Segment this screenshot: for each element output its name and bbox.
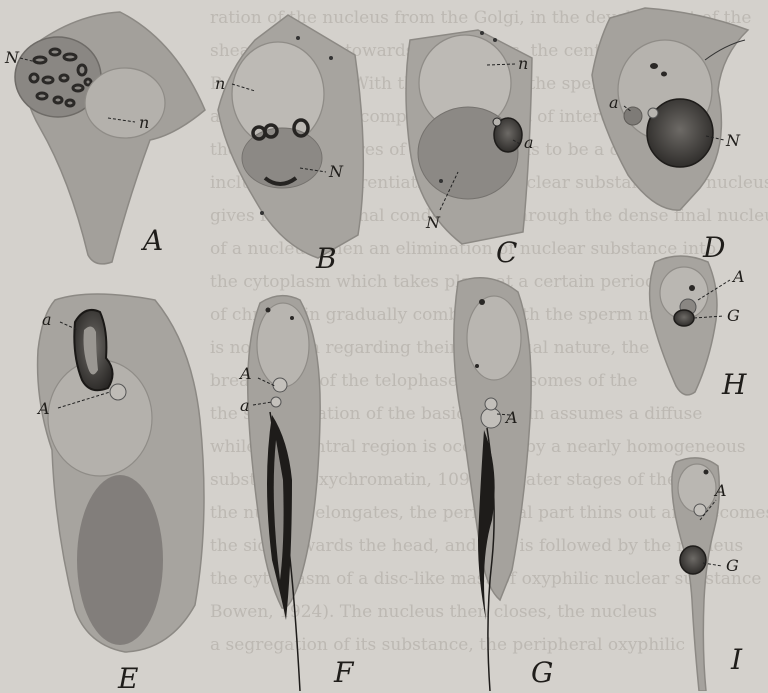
acrosome bbox=[624, 107, 642, 125]
golgi bbox=[680, 546, 706, 574]
label-A: A bbox=[713, 481, 727, 500]
nucleus-light bbox=[467, 296, 521, 380]
nebenkern bbox=[85, 68, 165, 138]
golgi bbox=[674, 310, 694, 326]
figure-letter-h: H bbox=[721, 368, 747, 401]
figure-letter-g: G bbox=[531, 656, 553, 689]
label-N: N bbox=[328, 162, 344, 181]
label-a: a bbox=[42, 310, 52, 329]
figure-b: n N B bbox=[215, 15, 363, 275]
label-N: N bbox=[725, 131, 741, 150]
label-n: n bbox=[139, 113, 149, 132]
figure-h: A G H bbox=[650, 256, 747, 401]
figure-c: n a N C bbox=[406, 30, 534, 269]
figure-a: N n A bbox=[4, 12, 205, 264]
figure-letter-f: F bbox=[333, 656, 355, 689]
label-a: a bbox=[524, 133, 534, 152]
label-n: n bbox=[518, 54, 528, 73]
figure-letter-d: D bbox=[702, 231, 725, 264]
label-A: A bbox=[238, 364, 252, 383]
tail-mitochondria bbox=[77, 475, 163, 645]
acrosome bbox=[273, 378, 287, 392]
label-n: n bbox=[215, 74, 225, 93]
figure-letter-b: B bbox=[315, 242, 337, 275]
figure-e: a A E bbox=[36, 294, 204, 691]
label-N: N bbox=[425, 213, 441, 232]
figure-letter-c: C bbox=[496, 236, 517, 269]
figure-f: A a F bbox=[238, 296, 355, 691]
label-A: A bbox=[36, 399, 50, 418]
label-a: a bbox=[240, 396, 250, 415]
figure-letter-a: A bbox=[140, 224, 163, 257]
acrosome bbox=[481, 408, 501, 428]
label-G: G bbox=[727, 306, 740, 325]
figure-g: A G bbox=[454, 278, 554, 691]
label-G: G bbox=[726, 556, 739, 575]
label-N: N bbox=[4, 48, 20, 67]
figure-d: a N D bbox=[592, 8, 748, 264]
figure-letter-e: E bbox=[117, 662, 138, 691]
label-A: A bbox=[504, 408, 518, 427]
label-A: A bbox=[731, 267, 745, 286]
label-a: a bbox=[609, 93, 619, 112]
nucleus-light bbox=[257, 303, 309, 387]
figure-letter-i: I bbox=[730, 643, 743, 676]
figure-i: A G I bbox=[672, 458, 743, 691]
